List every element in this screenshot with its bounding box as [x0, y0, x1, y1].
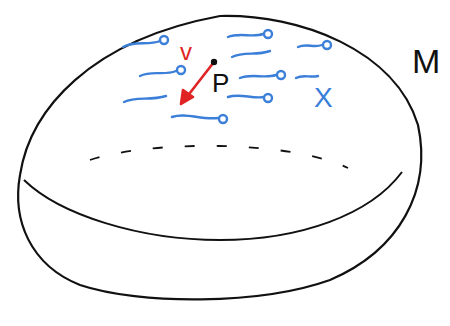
vector-label: v [180, 40, 192, 64]
point-dot [211, 59, 217, 65]
tangent-vector [181, 62, 214, 104]
manifold-outline [18, 16, 421, 300]
manifold-label: M [412, 44, 440, 78]
field-label: X [314, 84, 333, 112]
vector-field [123, 30, 331, 123]
rim-curve [24, 172, 402, 240]
point-label: P [212, 70, 229, 96]
back-rim-dashes [90, 146, 348, 168]
